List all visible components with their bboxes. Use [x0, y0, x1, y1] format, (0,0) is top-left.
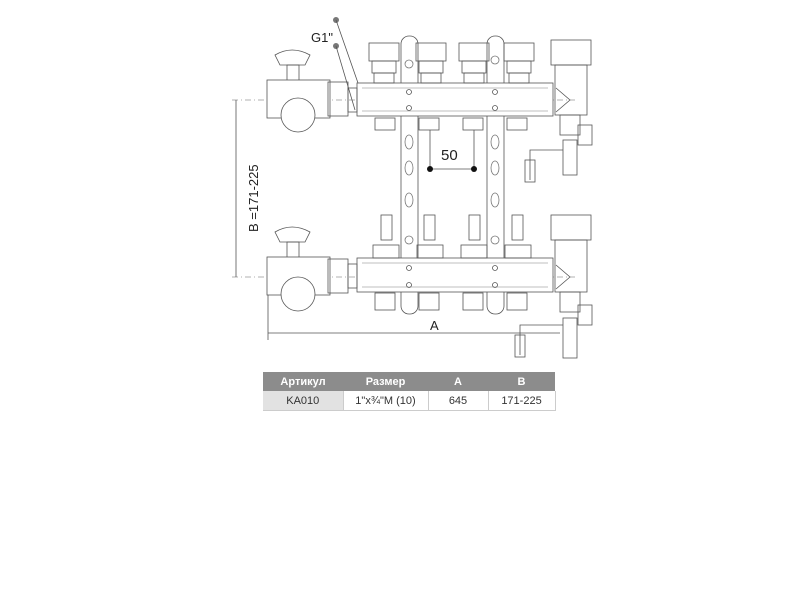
centerlines: [232, 99, 575, 278]
table-row: KA010 1"x¾"M (10) 645 171-225: [263, 391, 556, 411]
cell-a: 645: [428, 391, 489, 411]
supply-manifold: [356, 82, 554, 117]
return-manifold: [356, 257, 554, 293]
dim-b-label: B =171-225: [246, 164, 261, 232]
valve-knobs: [368, 42, 535, 84]
spec-table: Артикул Размер A B KA010 1"x¾"M (10) 645…: [263, 372, 556, 411]
flowmeters: [372, 214, 532, 259]
table-header-row: Артикул Размер A B: [263, 372, 555, 391]
air-vent-supply: [524, 39, 593, 183]
ball-valve-supply: [266, 49, 358, 133]
header-a: A: [428, 372, 488, 391]
dimension-b: B =171-225: [235, 100, 261, 277]
dimension-a: A: [267, 290, 560, 340]
header-article: Артикул: [263, 372, 343, 391]
thread-callout: G1": [311, 17, 359, 111]
spacing-dimension: 50: [427, 130, 477, 172]
header-size: Размер: [343, 372, 428, 391]
ball-valve-return: [266, 226, 358, 312]
air-vent-return: [514, 214, 593, 359]
dim-a-label: A: [430, 318, 439, 333]
cell-size: 1"x¾"M (10): [343, 391, 429, 411]
spacing-label: 50: [441, 147, 458, 164]
cell-b: 171-225: [488, 391, 556, 411]
header-b: B: [488, 372, 555, 391]
mounting-brackets: [400, 35, 505, 315]
thread-label: G1": [311, 30, 333, 45]
outlets: [374, 117, 528, 311]
cell-article: KA010: [263, 391, 344, 411]
